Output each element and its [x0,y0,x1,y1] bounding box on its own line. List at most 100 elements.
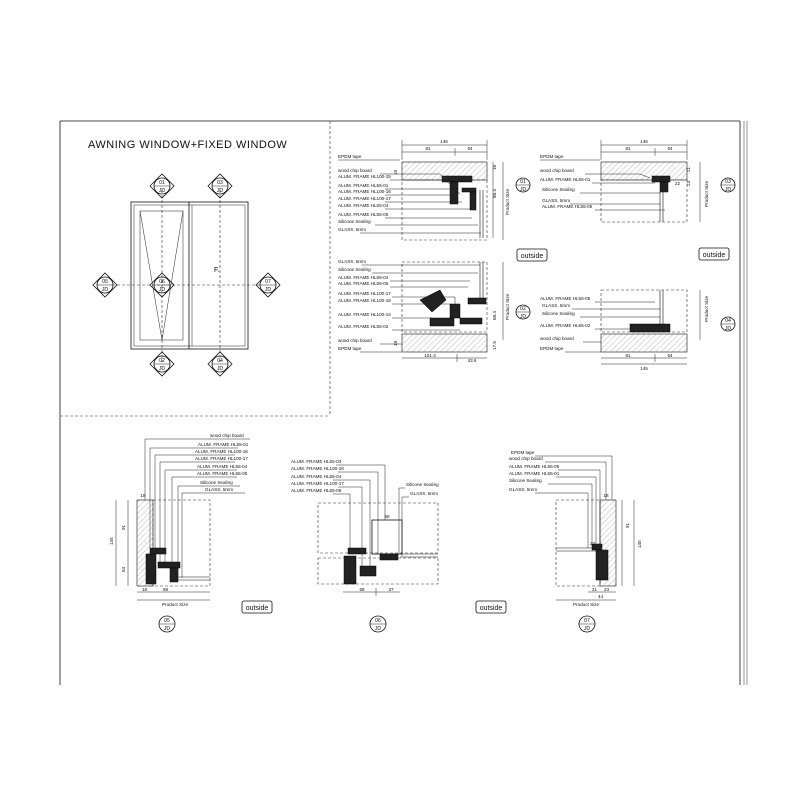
dim-18: 18 [140,493,146,498]
ref-number: 02 [159,358,165,364]
ref-code: JD [375,626,382,632]
label: Silicone Sealing [406,482,439,487]
ref-number: 07 [584,618,590,624]
dim-19: 19 [393,340,398,346]
ref-number: 07 [265,279,271,285]
label: GLASS, 5mm [205,487,233,492]
label: ALUM. FRAME HL55-04 [291,474,342,479]
label: ALUM. FRAME HL55-05 [509,464,560,469]
dim-91: 91 [425,146,431,151]
ref-code: JD [164,626,171,632]
drawing-title: AWNING WINDOW+FIXED WINDOW [88,139,287,151]
detail-07: 18 91 22 145 21 23 44 Product Size EPDM … [509,450,642,633]
label: GLASS, 5mm [542,303,570,308]
dim-68: 68 [163,587,169,592]
label: ALUM. FRAME HL55-04 [197,464,248,469]
label: EPDM tape [540,346,564,351]
label: EPDM tape [338,154,362,159]
ref-bubble-05-left: 05 JD [92,272,118,298]
dim-23: 23 [686,180,691,186]
detail-05: 18 91 145 54 18 68 Product Size wood chi… [109,433,273,633]
detail-06-labels: ALUM. FRAME HL55-03 ALUM. FRAME HL100-18… [291,459,439,566]
label: Silicone Sealing [542,311,575,316]
ref-code: JD [159,366,166,372]
label: ALUM. FRAME HL55-01 [509,471,560,476]
ref-number: 04 [725,318,731,324]
dim-145: 145 [109,537,114,545]
dim-145: 145 [640,139,648,144]
label: ALUM. FRAME HL100-17 [195,456,248,461]
ref-number: 02 [520,306,526,312]
ref-bubble-01-top: 01 JD [149,173,175,199]
ref-number: 05 [164,618,170,624]
label: GLASS, 5mm [509,487,537,492]
label: ALUM. FRAME HL100-18 [338,298,391,303]
label: GLASS, 5mm [410,491,438,496]
ref-bubble-07-right: 07 JD [255,272,281,298]
ref-bubble-06-center: 06 JD [149,272,175,298]
product-size-label: Product Size [573,602,599,607]
detail-02-labels: GLASS, 5mm Silicone Sealing ALUM. FRAME … [338,259,480,353]
label: ALUM. FRAME HL55-05 [540,296,591,301]
ref-code: JD [217,188,224,194]
dim-37: 37 [388,587,394,592]
detail-05-labels: wood chip board ALUM. FRAME HL55-01 ALUM… [144,433,250,578]
product-size-label: Product Size [505,294,510,320]
label: ALUM. FRAME HL55-03 [291,459,342,464]
outside-tag: outside [521,253,544,260]
label: ALUM. FRAME HL100-15 [338,174,391,179]
ref-code: JD [102,287,109,293]
detail-06: 58 68 37 ALUM. FRAME HL55-03 ALUM. FRAME… [291,459,507,633]
label: EPDM tape [338,346,362,351]
label: GLASS, 5mm [542,198,570,203]
label: GLASS, 5mm [338,259,366,264]
ref-code: JD [584,626,591,632]
dim-54: 54 [667,353,673,358]
label: Silicone Sealing [338,267,371,272]
label: ALUM. FRAME HL100-16 [195,449,248,454]
dim-17-5: 17.5 [492,341,497,350]
dim-58: 58 [384,514,390,519]
label: wood chip board [540,168,574,173]
detail-04: 91 54 145 Product Size ALUM. FRAME HL55-… [540,289,736,371]
elevation-view: F. [112,190,262,362]
dim-91: 91 [625,522,630,528]
label: ALUM. FRAME HL55-05 [291,488,342,493]
detail-01: 145 91 54 19 18 88.4 Product Size EPDM t… [338,139,548,262]
label: ALUM. FRAME HL55-01 [198,442,249,447]
label: Silicone Sealing [338,219,371,224]
label: wood chip board [509,456,543,461]
dim-21: 21 [592,587,598,592]
dim-43-6: 43.6 [468,358,477,363]
outside-tag: outside [480,605,503,612]
label: ALUM. FRAME HL100-16 [338,189,391,194]
ref-bubble-02-bottom: 02 JD [149,351,175,377]
detail-07-labels: EPDM tape wood chip board ALUM. FRAME HL… [509,450,613,550]
dim-21: 21 [686,166,691,172]
ref-number: 06 [159,279,165,285]
ref-number: 01 [159,180,165,186]
label: Silicone Sealing [542,187,575,192]
sheet-frame [59,120,748,685]
dim-101-4: 101.4 [424,353,436,358]
label: Silicone Sealing [509,478,542,483]
dim-91: 91 [625,353,631,358]
label: wood chip board [338,168,372,173]
label: ALUM. FRAME HL55-04 [338,275,389,280]
label: GLASS, 5mm [338,227,366,232]
label: ALUM. FRAME HL100-18 [291,466,344,471]
dim-68-4: 68.4 [492,311,497,320]
label: ALUM. FRAME HL55-05 [338,212,389,217]
label: ALUM. FRAME HL55-05 [197,471,248,476]
label: wood chip board [210,433,244,438]
dim-19: 19 [393,170,398,176]
dim-91: 91 [625,146,631,151]
detail-03: 145 91 54 22 21 23 Product Size EPDM tap… [540,139,736,261]
dim-18: 18 [142,587,148,592]
ref-code: JD [725,326,732,332]
dim-23: 23 [604,587,610,592]
ref-number: 05 [102,279,108,285]
dim-22: 22 [590,541,596,546]
